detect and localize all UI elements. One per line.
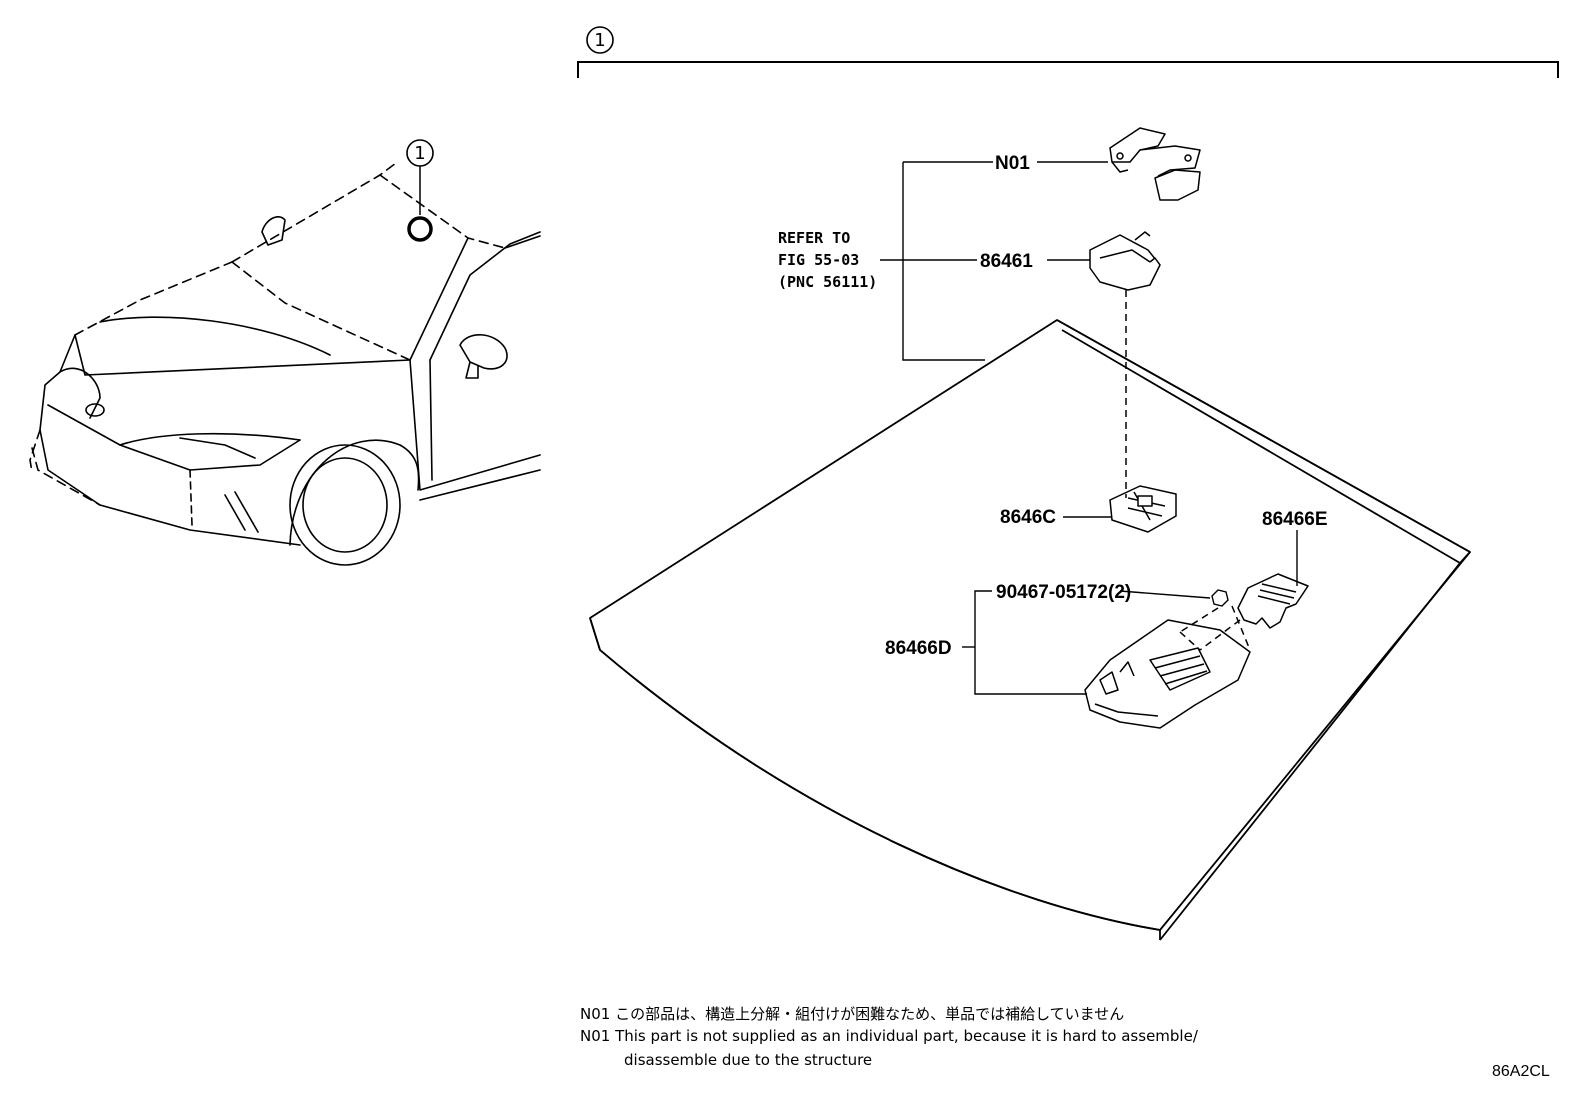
car-callout-number: 1	[414, 143, 425, 164]
refer-line-3: (PNC 56111)	[778, 273, 877, 291]
part-n01-bracket	[1109, 127, 1201, 201]
label-86466d: 86466D	[885, 638, 952, 659]
assembly-lines	[1125, 290, 1251, 651]
note-en-text-2: disassemble due to the structure	[624, 1051, 873, 1069]
figure-code: 86A2CL	[1492, 1063, 1550, 1080]
label-8646c: 8646C	[1000, 507, 1056, 528]
part-8646c-mount	[1109, 485, 1177, 533]
note-jp-code: N01	[580, 1005, 611, 1023]
label-86461: 86461	[980, 251, 1033, 272]
windshield-glass	[589, 319, 1471, 941]
label-90467-05172: 90467-05172(2)	[996, 582, 1131, 603]
refer-line-1: REFER TO	[778, 229, 850, 247]
note-jp: N01 この部品は、構造上分解・組付けが困難なため、単品では補給していません	[580, 1003, 1124, 1024]
part-90467-clip	[1211, 589, 1229, 607]
note-en-text-1: This part is not supplied as an individu…	[615, 1027, 1198, 1045]
part-86466e-cover	[1237, 573, 1309, 629]
group-bracket	[577, 61, 1559, 78]
refer-line-2: FIG 55-03	[778, 251, 859, 269]
note-en-code: N01	[580, 1027, 611, 1045]
note-en-2: disassemble due to the structure	[624, 1051, 872, 1069]
part-86466d-housing	[1084, 619, 1251, 729]
note-en-1: N01 This part is not supplied as an indi…	[580, 1027, 1198, 1045]
sensor-location-marker	[407, 216, 433, 242]
group-callout-top: 1	[586, 26, 614, 54]
note-jp-text: この部品は、構造上分解・組付けが困難なため、単品では補給していません	[615, 1005, 1125, 1023]
leader-lines	[880, 161, 1298, 695]
car-callout: 1	[406, 139, 434, 242]
label-n01: N01	[995, 153, 1030, 174]
part-86461-cover	[1089, 231, 1161, 291]
car-illustration	[29, 162, 541, 566]
group-callout-top-number: 1	[594, 30, 605, 51]
label-86466e: 86466E	[1262, 509, 1328, 530]
